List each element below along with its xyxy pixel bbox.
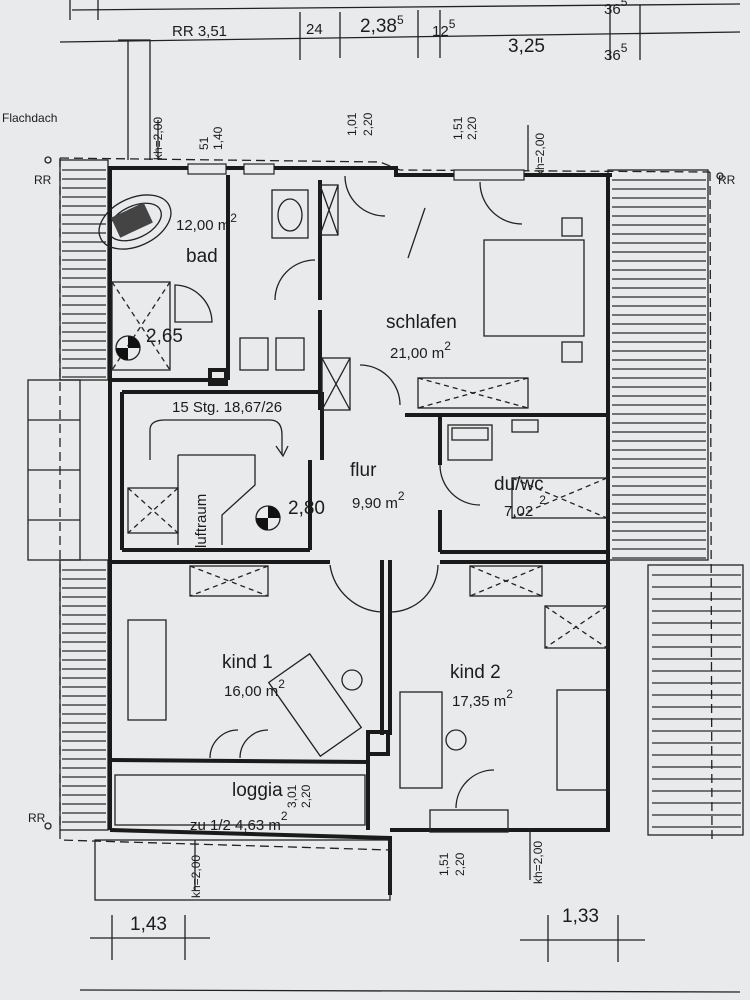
bottom-dim-left: 1,43	[130, 914, 167, 935]
room-name-kind2: kind 2	[450, 662, 501, 683]
room-name-schlafen: schlafen	[386, 312, 457, 333]
room-area-kind1: 16,00 m2	[224, 677, 285, 700]
window-dim-bad-b: 1,40	[211, 126, 225, 150]
room-area-flur: 9,90 m2	[352, 489, 405, 512]
window-dim-kind2-a: 1,51	[437, 852, 451, 876]
window-dim-loggia-b: 2,20	[299, 784, 313, 808]
bottom-dim-right: 1,33	[562, 906, 599, 927]
shaft-mid	[321, 357, 351, 411]
bathtub	[98, 194, 172, 250]
window-dim-schlafen-b: 2,20	[465, 116, 479, 140]
stair-label: 15 Stg. 18,67/26	[172, 399, 282, 416]
kh-label-bottom-left: kh=2,00	[189, 855, 203, 898]
flachdach-label: Flachdach	[2, 111, 57, 125]
level-marker-flur	[255, 505, 281, 531]
kh-label-bottom-right: kh=2,00	[531, 841, 545, 884]
shower-duwc	[439, 419, 608, 519]
window-dim-flur-a: 1,01	[345, 112, 359, 136]
bottom-dimension-lines	[79, 915, 741, 993]
toilet	[271, 189, 309, 239]
room-area-schlafen: 21,00 m2	[390, 339, 451, 362]
level-value-bad: 2,65	[146, 326, 183, 347]
dim-24: 24	[306, 21, 323, 38]
left-balcony-boxes	[27, 379, 81, 561]
dim-325: 3,25	[508, 36, 545, 57]
luftraum-label: luftraum	[193, 494, 210, 548]
kh-label-top-right: kh=2,00	[533, 133, 547, 176]
outer-walls	[108, 166, 612, 895]
window-dim-flur-b: 2,20	[361, 112, 375, 136]
room-area-bad: 12,00 m2	[176, 211, 237, 234]
room-name-duwc: du/wc	[494, 474, 544, 495]
dim-rr-351: RR 3,51	[172, 23, 227, 40]
rr-label-right-top: RR	[718, 173, 736, 187]
bed-schlafen	[407, 181, 585, 409]
window-dim-schlafen-a: 1,51	[451, 116, 465, 140]
level-value-flur: 2,80	[288, 498, 325, 519]
top-dimension-line	[59, 0, 741, 60]
shower-tray	[111, 281, 171, 371]
window-dim-loggia-a: 3,01	[285, 784, 299, 808]
room-name-flur: flur	[350, 460, 377, 481]
window-dim-kind2-b: 2,20	[453, 852, 467, 876]
room-area-duwc: 7,022	[504, 493, 546, 520]
windows-top	[187, 163, 525, 181]
room-area-loggia: zu 1/2 4,63 m2	[190, 809, 288, 834]
room-area-kind2: 17,35 m2	[452, 687, 513, 710]
dim-125: 125	[432, 17, 456, 40]
rr-label-left-top: RR	[34, 173, 52, 187]
room-name-loggia: loggia	[232, 780, 283, 801]
level-marker-bad	[115, 335, 141, 361]
rr-label-left-bottom: RR	[28, 811, 46, 825]
kh-label-top-left: kh=2,00	[151, 117, 165, 160]
furniture-kind1	[127, 565, 363, 759]
dim-365-b: 365	[604, 41, 628, 64]
loggia-area	[94, 774, 391, 901]
room-name-kind1: kind 1	[222, 652, 273, 673]
window-dim-bad-a: 51	[197, 136, 211, 150]
shaft-top	[319, 184, 339, 236]
room-name-bad: bad	[186, 246, 218, 267]
dim-2385: 2,385	[360, 13, 404, 37]
dim-365-a: 365	[604, 0, 628, 18]
furniture-kind2	[399, 565, 610, 833]
stair	[127, 419, 289, 545]
